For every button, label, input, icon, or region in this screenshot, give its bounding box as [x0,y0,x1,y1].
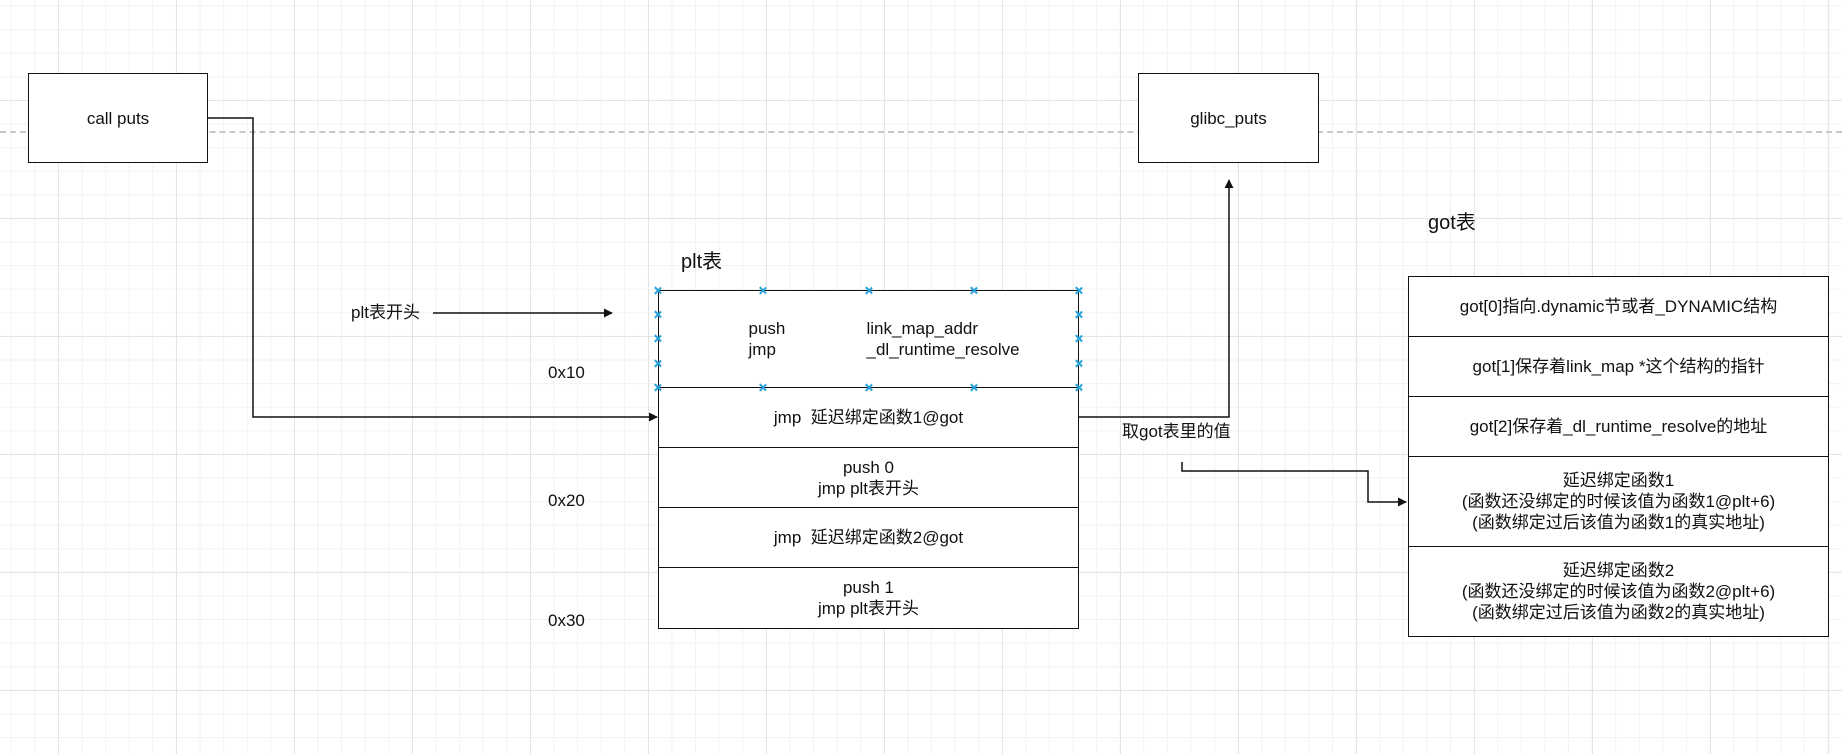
plt-row-2-line-1: push 0 [842,457,895,477]
fetch-got-arrow[interactable] [1181,462,1407,507]
plt-row-4[interactable]: push 1 jmp plt表开头 [658,567,1079,629]
plt-row-2-line-2: jmp plt表开头 [817,478,920,498]
got-table-title: got表 [1428,212,1476,234]
got-row-5-line-2: (函数还没绑定的时候该值为函数2@plt+6) [1461,582,1776,601]
selection-handle-icon[interactable] [864,383,873,392]
plt-row-3[interactable]: jmp 延迟绑定函数2@got [658,507,1079,568]
offset-0x20: 0x20 [548,491,585,510]
got-row-1-line-1: got[0]指向.dynamic节或者_DYNAMIC结构 [1459,297,1778,316]
plt-header-cell[interactable]: push link_map_addr jmp _dl_runtime_resol… [658,290,1079,388]
offset-0x10: 0x10 [548,363,585,382]
plt-to-glibc-arrow[interactable] [1078,179,1234,418]
selection-handle-icon[interactable] [653,286,662,295]
selection-handle-icon[interactable] [969,383,978,392]
got-row-4[interactable]: 延迟绑定函数1 (函数还没绑定的时候该值为函数1@plt+6) (函数绑定过后该… [1408,456,1829,547]
plt-row-3-line-1: jmp 延迟绑定函数2@got [773,528,964,547]
selection-handle-icon[interactable] [653,359,662,368]
plt-row-1-line-1: jmp 延迟绑定函数1@got [773,408,964,427]
plt-header-jmp: jmp [748,340,776,359]
got-row-5-line-1: 延迟绑定函数2 [1562,561,1675,580]
got-row-4-line-1: 延迟绑定函数1 [1562,471,1675,490]
selection-handle-icon[interactable] [1074,310,1083,319]
offset-0x30: 0x30 [548,611,585,630]
selection-handle-icon[interactable] [1074,383,1083,392]
got-row-2-line-1: got[1]保存着link_map *这个结构的指针 [1472,357,1765,376]
got-row-4-line-3: (函数绑定过后该值为函数1的真实地址) [1472,513,1765,532]
page-break-line [0,131,1842,133]
call-puts-label: call puts [86,108,150,128]
plt-header-link-map: link_map_addr [866,319,979,338]
plt-header-push: push [748,319,786,338]
fetch-got-value-label: 取got表里的值 [1122,422,1231,441]
selection-handle-icon[interactable] [653,334,662,343]
glibc-puts-box[interactable]: glibc_puts [1138,73,1319,163]
selection-handle-icon[interactable] [864,286,873,295]
call-to-plt-arrow[interactable] [208,117,658,422]
got-row-1[interactable]: got[0]指向.dynamic节或者_DYNAMIC结构 [1408,276,1829,337]
plt-start-label: plt表开头 [351,303,420,322]
got-row-3-line-1: got[2]保存着_dl_runtime_resolve的地址 [1469,417,1768,436]
plt-row-4-line-2: jmp plt表开头 [817,599,920,618]
plt-row-2[interactable]: push 0 jmp plt表开头 [658,447,1079,508]
selection-handle-icon[interactable] [1074,334,1083,343]
selection-handle-icon[interactable] [758,383,767,392]
plt-header-resolve: _dl_runtime_resolve [866,340,1020,359]
selection-handle-icon[interactable] [1074,286,1083,295]
got-row-4-line-2: (函数还没绑定的时候该值为函数1@plt+6) [1461,492,1776,511]
got-row-5-line-3: (函数绑定过后该值为函数2的真实地址) [1472,603,1765,622]
got-row-2[interactable]: got[1]保存着link_map *这个结构的指针 [1408,336,1829,397]
got-row-5[interactable]: 延迟绑定函数2 (函数还没绑定的时候该值为函数2@plt+6) (函数绑定过后该… [1408,546,1829,637]
glibc-puts-label: glibc_puts [1190,108,1267,128]
plt-table-title: plt表 [681,251,723,273]
call-puts-box[interactable]: call puts [28,73,208,163]
got-row-3[interactable]: got[2]保存着_dl_runtime_resolve的地址 [1408,396,1829,457]
selection-handle-icon[interactable] [653,310,662,319]
selection-handle-icon[interactable] [1074,359,1083,368]
plt-row-4-line-1: push 1 [842,578,895,597]
selection-handle-icon[interactable] [758,286,767,295]
plt-row-1[interactable]: jmp 延迟绑定函数1@got [658,387,1079,448]
selection-handle-icon[interactable] [653,383,662,392]
selection-handle-icon[interactable] [969,286,978,295]
